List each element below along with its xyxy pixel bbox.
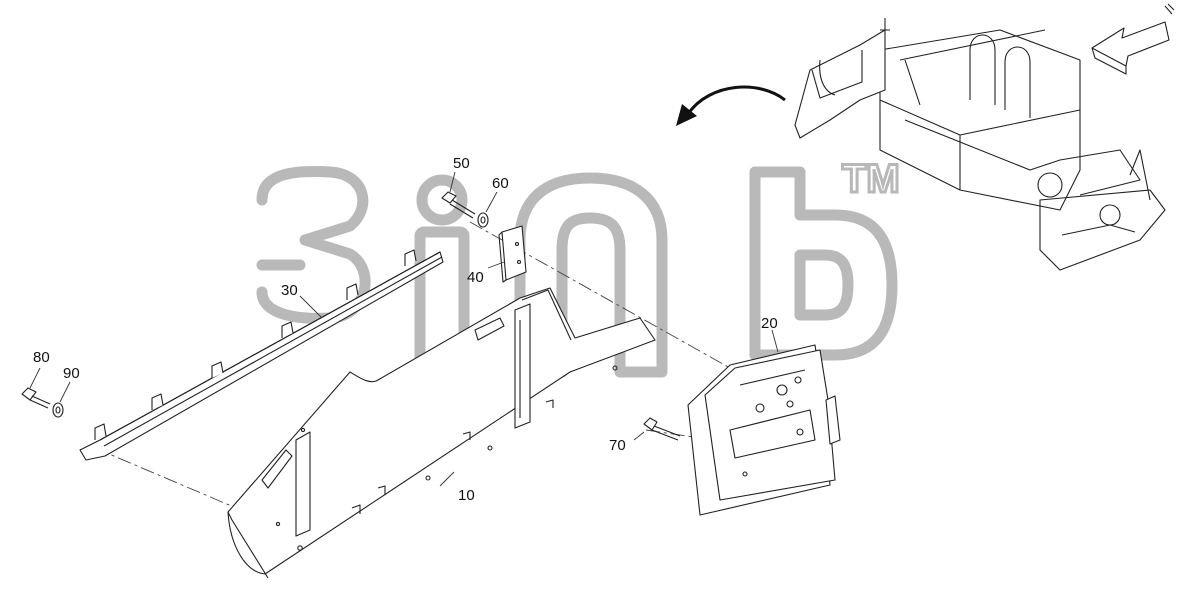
part-70-screw: [643, 417, 681, 441]
callout-labels: 10 20 30 40 50 60 70 80 90: [33, 155, 778, 504]
callout-40: 40: [467, 269, 484, 286]
callout-30: 30: [281, 282, 298, 299]
view-direction-arrow-icon: [1091, 21, 1170, 75]
machine-overview: [794, 3, 1175, 271]
part-80-screw: [21, 387, 51, 409]
part-10-side-plate: [227, 287, 656, 579]
callout-50: 50: [453, 155, 470, 172]
callout-90: 90: [63, 365, 80, 382]
watermark-tm-mark: TM: [842, 157, 900, 201]
callout-10: 10: [458, 487, 475, 504]
part-90-washer: [52, 402, 64, 418]
part-20-end-plate: [687, 344, 841, 516]
leader-lines: [29, 171, 779, 487]
callout-70: 70: [609, 437, 626, 454]
callout-80: 80: [33, 349, 50, 366]
curved-arrow-icon: [676, 85, 786, 126]
part-50-bolt: [441, 191, 476, 219]
part-60-washer: [477, 212, 489, 228]
callout-20: 20: [761, 315, 778, 332]
part-30-rail: [79, 249, 444, 461]
callout-60: 60: [492, 175, 509, 192]
part-40-bracket: [498, 225, 527, 283]
